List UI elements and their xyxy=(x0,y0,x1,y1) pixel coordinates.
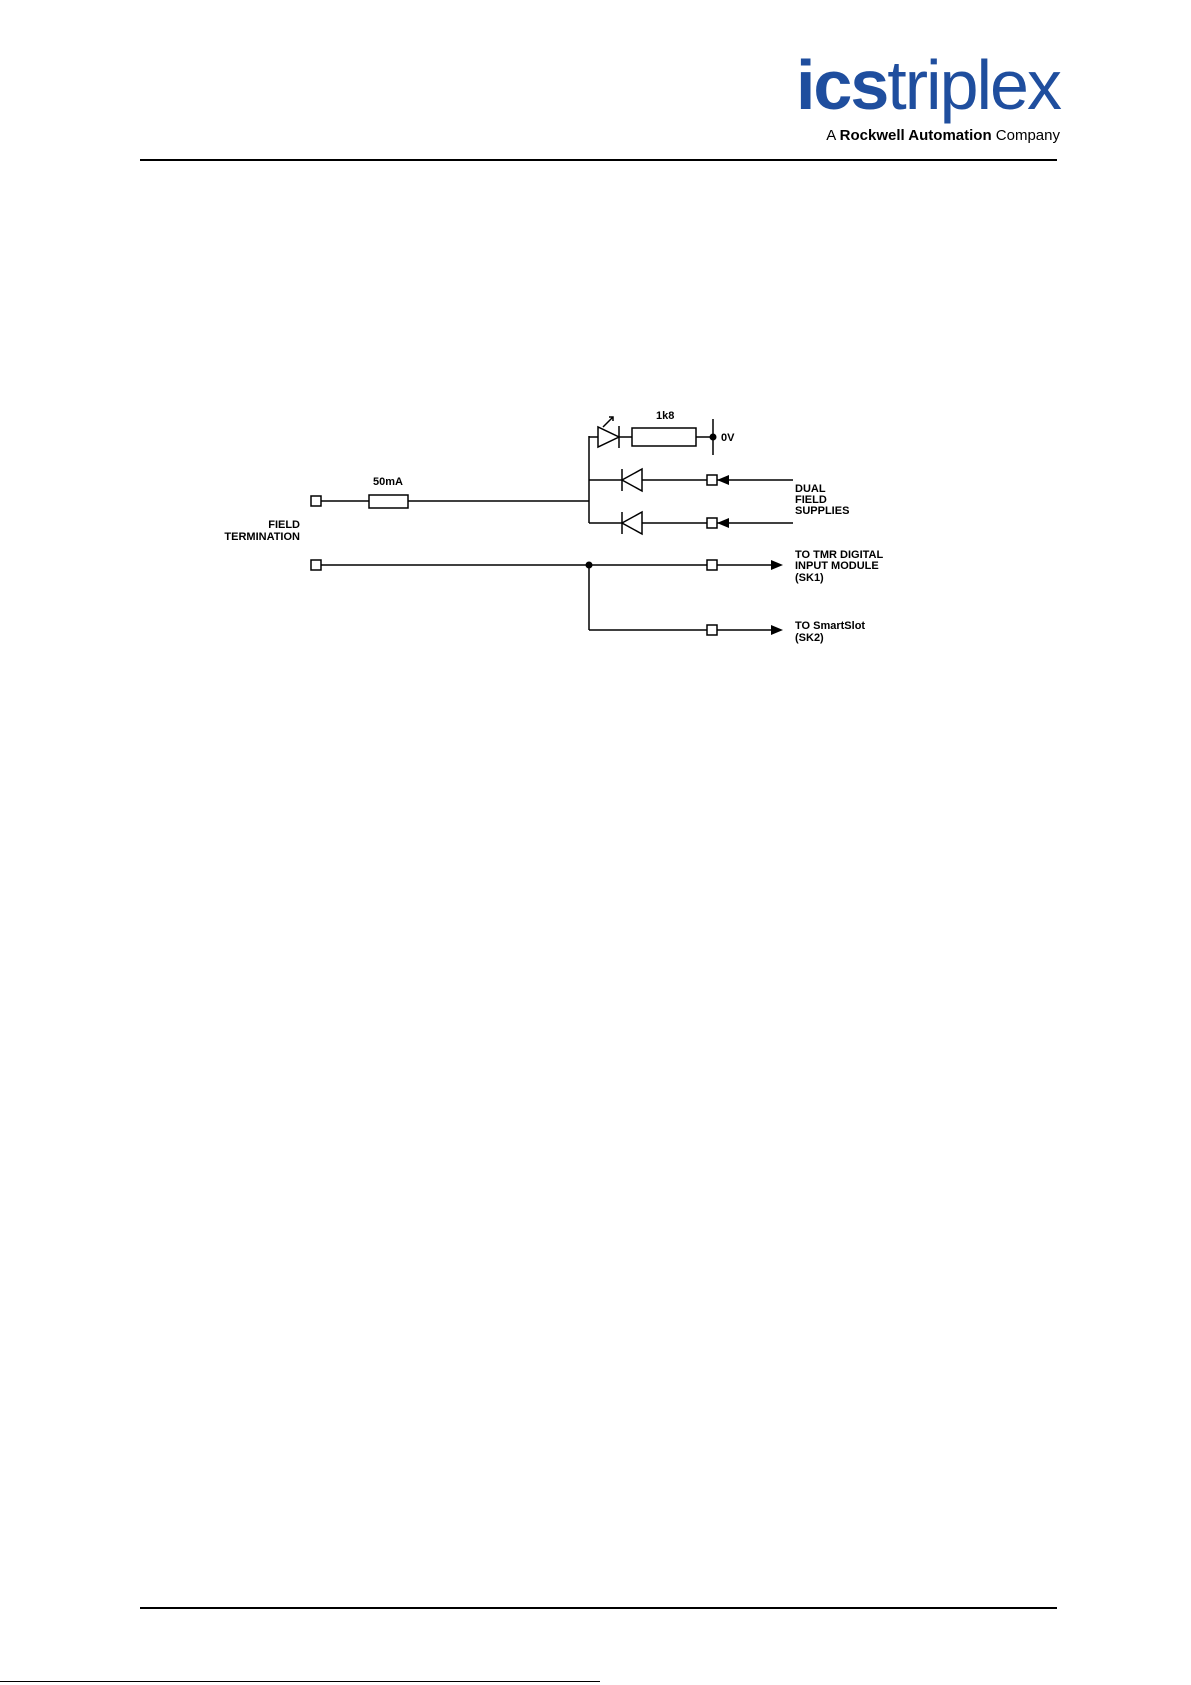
page-bottom-rule xyxy=(0,1681,600,1682)
field-terminal-bottom xyxy=(311,560,321,570)
tmr-arrowhead xyxy=(771,560,783,570)
resistor-label: 1k8 xyxy=(656,410,674,422)
fuse-symbol xyxy=(369,495,408,508)
field-terminal-top xyxy=(311,496,321,506)
tmr-output-line-3: (SK1) xyxy=(795,572,824,584)
smartslot-output-line-2: (SK2) xyxy=(795,632,824,644)
diode2-triangle xyxy=(622,512,642,534)
supply-terminal-2 xyxy=(707,518,717,528)
led-triangle xyxy=(598,427,619,447)
dual-supplies-line-3: SUPPLIES xyxy=(795,505,849,517)
diode1-triangle xyxy=(622,469,642,491)
ground-junction-dot xyxy=(710,434,717,441)
signal-junction-dot xyxy=(586,562,593,569)
smartslot-output-line-1: TO SmartSlot xyxy=(795,620,865,632)
tmr-output-line-2: INPUT MODULE xyxy=(795,560,879,572)
smartslot-arrowhead xyxy=(771,625,783,635)
tmr-terminal xyxy=(707,560,717,570)
field-termination-line-1: FIELD xyxy=(268,519,300,531)
resistor-symbol xyxy=(632,428,696,446)
supply-2-arrowhead xyxy=(717,518,729,528)
ground-label: 0V xyxy=(721,432,735,444)
supply-terminal-1 xyxy=(707,475,717,485)
footer-rule xyxy=(140,1607,1057,1609)
led-emission-arrow xyxy=(603,417,613,427)
supply-1-arrowhead xyxy=(717,475,729,485)
smartslot-terminal xyxy=(707,625,717,635)
field-termination-line-2: TERMINATION xyxy=(224,531,300,543)
fuse-label: 50mA xyxy=(373,476,403,488)
